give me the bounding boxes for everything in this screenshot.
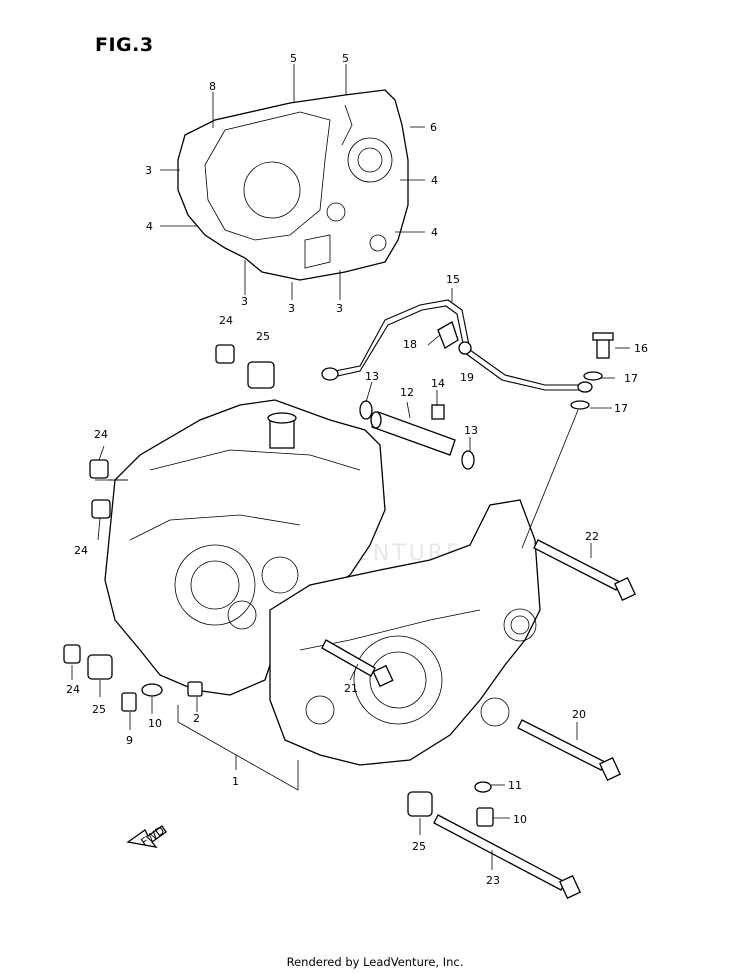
crankcase-cover-drawing bbox=[177, 89, 409, 281]
callout-25: 25 bbox=[412, 840, 426, 853]
callout-6: 6 bbox=[430, 121, 437, 134]
callout-17: 17 bbox=[624, 372, 638, 385]
callout-5: 5 bbox=[290, 52, 297, 65]
callout-4: 4 bbox=[431, 174, 438, 187]
callout-17: 17 bbox=[614, 402, 628, 415]
callout-22: 22 bbox=[585, 530, 599, 543]
callout-labels: 8 5 5 6 3 4 4 4 3 3 3 15 18 19 16 17 17 … bbox=[66, 52, 648, 887]
callout-3: 3 bbox=[288, 302, 295, 315]
rendered-by-footer: Rendered by LeadVenture, Inc. bbox=[286, 955, 464, 969]
callout-24: 24 bbox=[66, 683, 80, 696]
callout-24: 24 bbox=[94, 428, 108, 441]
callout-8: 9 bbox=[126, 734, 133, 747]
callout-14: 14 bbox=[431, 377, 445, 390]
oil-pipe-drawing bbox=[321, 299, 614, 410]
callout-4: 4 bbox=[146, 220, 153, 233]
callout-4: 4 bbox=[431, 226, 438, 239]
callout-24: 24 bbox=[219, 314, 233, 327]
callout-13: 13 bbox=[464, 424, 478, 437]
callout-25: 25 bbox=[256, 330, 270, 343]
callout-3: 8 bbox=[209, 80, 216, 93]
callout-3: 3 bbox=[241, 295, 248, 308]
callout-23: 23 bbox=[486, 874, 500, 887]
callout-10: 10 bbox=[513, 813, 527, 826]
callout-18: 18 bbox=[403, 338, 417, 351]
pipe-12-drawing bbox=[359, 400, 475, 470]
callout-1: 1 bbox=[232, 775, 239, 788]
crankcase-assembly-drawing bbox=[104, 399, 541, 766]
forward-direction-arrow: FWD bbox=[126, 824, 167, 849]
callout-16: 16 bbox=[634, 342, 648, 355]
callout-19: 19 bbox=[460, 371, 474, 384]
bolts-drawing bbox=[321, 539, 637, 899]
callout-20: 21 bbox=[344, 682, 358, 695]
figure-title: FIG.3 bbox=[95, 34, 154, 56]
callout-12: 12 bbox=[400, 386, 414, 399]
callout-3: 3 bbox=[145, 164, 152, 177]
callout-2: 2 bbox=[193, 712, 200, 725]
callout-5: 5 bbox=[342, 52, 349, 65]
callout-3: 3 bbox=[336, 302, 343, 315]
callout-9: 10 bbox=[148, 717, 162, 730]
callout-21: 20 bbox=[572, 708, 586, 721]
leader-lines bbox=[71, 64, 630, 870]
callout-15: 15 bbox=[446, 273, 460, 286]
callout-13: 13 bbox=[365, 370, 379, 383]
callout-24: 24 bbox=[74, 544, 88, 557]
callout-25: 25 bbox=[92, 703, 106, 716]
callout-11: 11 bbox=[508, 779, 522, 792]
dowels-washers-drawing bbox=[63, 344, 494, 827]
